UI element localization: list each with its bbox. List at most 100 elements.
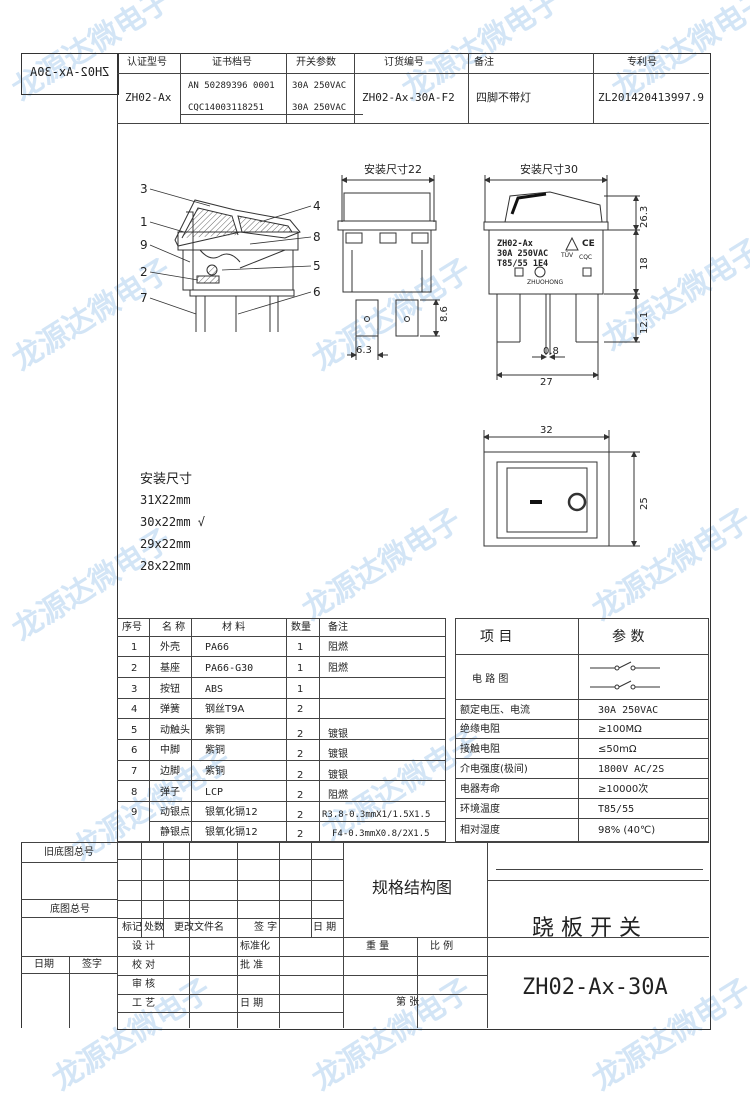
bom-header-note: 备注 — [328, 622, 348, 633]
product-code: ZH02-Ax-30A — [522, 975, 668, 1000]
spec-life-label: 电器寿命 — [460, 784, 500, 795]
cqc-mark: CQC — [579, 254, 593, 261]
dim-0-8: 0.8 — [543, 346, 559, 357]
rev-header-sign: 签 字 — [254, 922, 278, 933]
bom-row-4-qty: 2 — [297, 704, 304, 715]
bom-row-3-qty: 1 — [297, 684, 304, 695]
header-col-note: 备注 — [474, 57, 494, 68]
bom-row-1-note: 阻燃 — [328, 642, 348, 653]
dim-8-6: 8.6 — [439, 306, 450, 322]
bom-row-6-qty: 2 — [297, 749, 304, 760]
bom-row-8-no: 8 — [131, 787, 138, 798]
callout-8: 8 — [313, 230, 321, 244]
mounting-option: 29x22mm — [140, 537, 191, 551]
header-col-params: 开关参数 — [296, 57, 336, 68]
bom-row-5-no: 5 — [131, 725, 138, 736]
bom-row-3-material: ABS — [205, 684, 224, 695]
bom-row-1-name: 外壳 — [160, 642, 180, 653]
dim-6-3: 6.3 — [356, 345, 372, 356]
drawing-frame — [117, 53, 711, 1030]
bom-row-6-material: 紫铜 — [205, 745, 225, 756]
specs-header-param: 参 数 — [612, 629, 645, 645]
bom-row-3-no: 3 — [131, 684, 138, 695]
mounting-title: 安装尺寸 — [140, 472, 193, 487]
bom-row-5-note: 镀银 — [328, 729, 348, 740]
bom-row-7-qty: 2 — [297, 770, 304, 781]
rev-header-count: 处数 — [144, 922, 164, 933]
dim-25: 25 — [639, 497, 650, 510]
left-margin-line — [21, 842, 118, 1028]
bom-row-5-qty: 2 — [297, 729, 304, 740]
bom-header-material: 材 料 — [222, 622, 246, 633]
bom-row-10-qty: 2 — [297, 829, 304, 840]
bom-row-6-note: 镀银 — [328, 749, 348, 760]
bom-row-10-name: 静银点 — [160, 827, 190, 838]
order-number: ZH02-Ax-30A-F2 — [362, 91, 455, 104]
bom-row-4-name: 弹簧 — [160, 704, 180, 715]
rev-header-mark: 标记 — [122, 922, 142, 933]
spec-life-value: ≥10000次 — [598, 784, 649, 795]
callout-7: 7 — [140, 291, 148, 305]
back-view-title: 安装尺寸30 — [520, 163, 578, 176]
bom-row-6-name: 中脚 — [160, 745, 180, 756]
bom-row-9-note: R3.8-0.3mmX1/1.5X1.5 — [322, 810, 431, 820]
header-col-patent: 专利号 — [627, 57, 657, 68]
left-date-label: 日期 — [34, 959, 54, 970]
callout-3: 3 — [140, 182, 148, 196]
bom-header-name: 名 称 — [162, 622, 186, 633]
label-rating: 30A 250VAC — [497, 249, 549, 259]
bom-row-7-no: 7 — [131, 766, 138, 777]
bom-header-qty: 数量 — [291, 622, 311, 633]
bom-row-7-note: 镀银 — [328, 770, 348, 781]
bom-grid — [117, 618, 446, 842]
corner-code-mirrored: ZH02-Ax-30A — [30, 65, 110, 79]
old-drawing-number-label: 旧底图总号 — [44, 847, 94, 858]
bom-row-7-material: 紫铜 — [205, 766, 225, 777]
bom-row-4-material: 钢丝T9A — [205, 704, 245, 715]
mounting-option-selected: 30x22mm √ — [140, 515, 206, 529]
rocker-face-view — [483, 430, 640, 547]
callout-9: 9 — [140, 238, 148, 252]
cert-number-2: CQC14003118251 — [188, 103, 264, 113]
header-col-cert-model: 认证型号 — [127, 57, 167, 68]
drawing-number-label: 底图总号 — [50, 904, 90, 915]
cross-section-view — [174, 199, 301, 332]
bom-header-no: 序号 — [122, 622, 142, 633]
bom-row-6-no: 6 — [131, 745, 138, 756]
bom-row-1-material: PA66 — [205, 642, 230, 653]
review-label: 审 核 — [132, 979, 156, 990]
dim-26-3: 26.3 — [639, 205, 650, 228]
corner-box — [21, 53, 119, 95]
bom-row-2-note: 阻燃 — [328, 663, 348, 674]
switch-param-1: 30A 250VAC — [292, 81, 347, 91]
bom-row-9-material: 银氧化镉12 — [205, 807, 258, 818]
bom-table — [117, 618, 446, 842]
bom-row-8-qty: 2 — [297, 790, 304, 801]
callout-leaders — [149, 188, 312, 315]
callout-4: 4 — [313, 199, 321, 213]
label-view — [483, 175, 640, 380]
standard-label: 标准化 — [240, 941, 270, 952]
drawing-type: 规格结构图 — [372, 878, 453, 897]
bom-row-2-qty: 1 — [297, 663, 304, 674]
cert-model: ZH02-Ax — [125, 91, 172, 104]
weight-label: 重 量 — [366, 941, 390, 952]
spec-temp-value: T85/55 — [598, 804, 635, 815]
dim-27: 27 — [540, 377, 553, 388]
dim-12-1: 12.1 — [639, 311, 650, 334]
left-sign-label: 签字 — [82, 959, 102, 970]
spec-contact-value: ≤50mΩ — [598, 744, 637, 755]
bom-row-1-qty: 1 — [297, 642, 304, 653]
label-brand: ZHUOHONG — [527, 279, 564, 286]
sheet-label: 第 张 — [396, 997, 420, 1008]
check-label: 校 对 — [132, 960, 156, 971]
spec-insulation-label: 绝缘电阻 — [460, 724, 500, 735]
bom-row-5-name: 动触头 — [160, 725, 190, 736]
product-name: 跷 板 开 关 — [532, 916, 641, 941]
date-label: 日 期 — [240, 998, 264, 1009]
spec-contact-label: 接触电阻 — [460, 744, 500, 755]
label-temp: T85/55 1E4 — [497, 259, 549, 269]
spec-insulation-value: ≥100MΩ — [598, 724, 642, 735]
bom-row-2-name: 基座 — [160, 663, 180, 674]
mounting-option: 31X22mm — [140, 493, 191, 507]
